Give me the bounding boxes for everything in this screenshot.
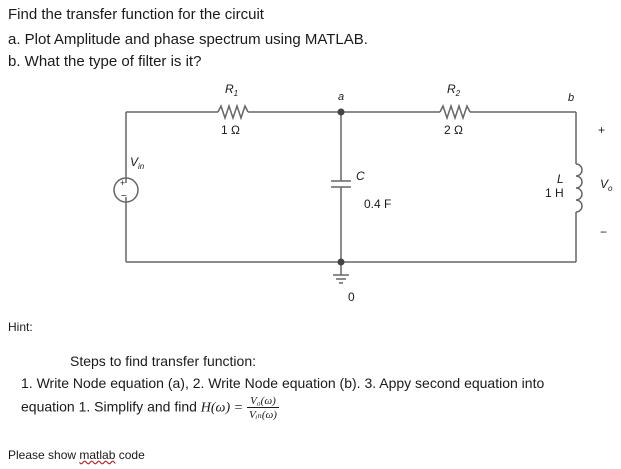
footer-before: Please show [8, 448, 80, 462]
inductor-value: 1 H [545, 186, 564, 200]
vo-minus-sign: − [600, 225, 607, 239]
hint-line-3: equation 1. Simplify and find H(ω) = V₀(… [21, 395, 279, 421]
node-0-label: 0 [348, 290, 355, 304]
node-b-label: b [568, 92, 574, 104]
r1-label: R1 [225, 82, 238, 98]
hint-label: Hint: [8, 320, 33, 334]
source-plus-sign: + [120, 178, 125, 188]
vin-label: Vin [130, 155, 145, 171]
node-a-label: a [338, 91, 344, 103]
vo-label: Vo [600, 177, 613, 193]
matlab-word: matlab [79, 448, 116, 462]
footer-after: code [115, 448, 145, 462]
resistor-r2 [439, 103, 471, 121]
r1-value: 1 Ω [221, 123, 240, 137]
question-part-b: b. What the type of filter is it? [8, 53, 202, 70]
hint-line-3-text: equation 1. Simplify and find [21, 398, 201, 415]
transfer-function-symbol: H(ω) = [200, 400, 244, 416]
resistor-r1 [217, 103, 249, 121]
source-minus-sign: − [121, 191, 127, 202]
inductor-l [575, 163, 583, 213]
source-vin [113, 177, 139, 203]
capacitor-label: C [356, 169, 365, 183]
r2-label: R2 [447, 82, 461, 98]
question-title: Find the transfer function for the circu… [8, 6, 264, 23]
hint-line-2: 1. Write Node equation (a), 2. Write Nod… [21, 375, 545, 391]
fraction-denominator: Vᵢₙ(ω) [248, 409, 277, 421]
inductor-label: L [557, 172, 564, 186]
hint-line-1: Steps to find transfer function: [70, 353, 256, 369]
node-a-dot [337, 108, 345, 116]
node-0-dot [337, 258, 345, 266]
transfer-function-fraction: V₀(ω) Vᵢₙ(ω) [246, 395, 279, 421]
r2-value: 2 Ω [444, 123, 463, 137]
footer-request: Please show matlab code [8, 448, 145, 462]
vo-plus-sign: + [598, 123, 605, 137]
capacitor-value: 0.4 F [364, 197, 391, 211]
question-part-a: a. Plot Amplitude and phase spectrum usi… [8, 31, 368, 48]
fraction-numerator: V₀(ω) [246, 395, 279, 408]
